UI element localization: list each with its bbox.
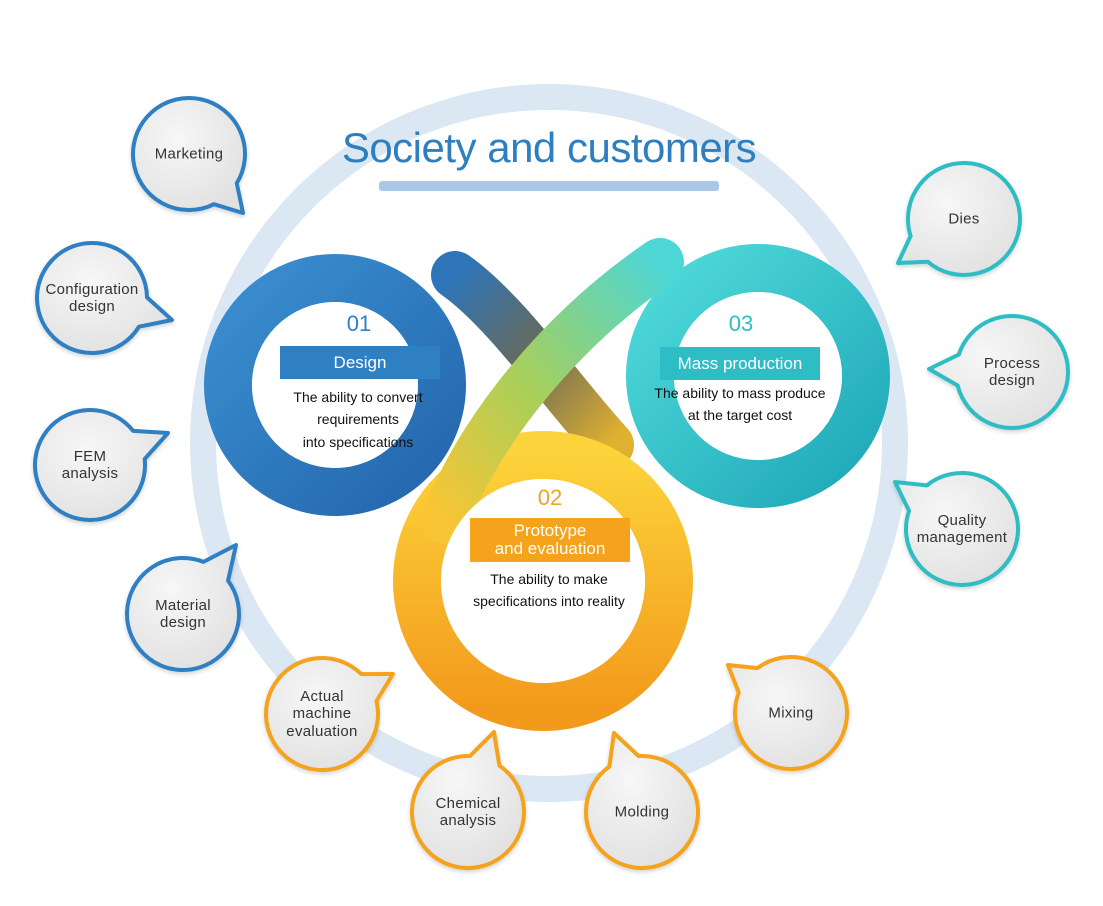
prototype-loop-inner xyxy=(441,479,645,683)
bubble-fem-analysis xyxy=(33,408,170,522)
bubble-shape xyxy=(264,656,395,772)
prototype-loop xyxy=(393,431,693,731)
infinity-loop xyxy=(204,238,890,731)
crossing-band-prototype-to-mass xyxy=(421,238,684,544)
bubble-shape xyxy=(726,655,849,771)
bubble-shape xyxy=(896,161,1022,277)
bubble-marketing xyxy=(131,96,247,215)
bubble-configuration-design xyxy=(35,241,174,355)
bubble-molding xyxy=(584,731,700,870)
bubble-shape xyxy=(927,314,1070,430)
bubble-process-design xyxy=(927,314,1070,430)
speech-bubbles xyxy=(33,96,1070,870)
bubble-material-design xyxy=(125,543,241,672)
design-loop-inner xyxy=(252,302,418,468)
design-loop xyxy=(204,254,466,516)
bubble-shape xyxy=(410,730,526,870)
society-ring xyxy=(190,84,908,802)
bubble-actual-machine-evaluation xyxy=(264,656,395,772)
mass-production-loop xyxy=(626,244,890,508)
stage-label-box-design xyxy=(280,346,440,379)
bubble-mixing xyxy=(726,655,849,771)
bubble-quality-management xyxy=(893,471,1020,587)
bubble-shape xyxy=(584,731,700,870)
bubble-shape xyxy=(131,96,247,215)
stage-label-box-mass-production xyxy=(660,347,820,380)
bubble-shape xyxy=(893,471,1020,587)
bubble-shape xyxy=(125,543,241,672)
bubble-shape xyxy=(35,241,174,355)
bubble-shape xyxy=(33,408,170,522)
bubble-dies xyxy=(896,161,1022,277)
stage-label-box-prototype xyxy=(470,518,630,562)
bubble-chemical-analysis xyxy=(410,730,526,870)
